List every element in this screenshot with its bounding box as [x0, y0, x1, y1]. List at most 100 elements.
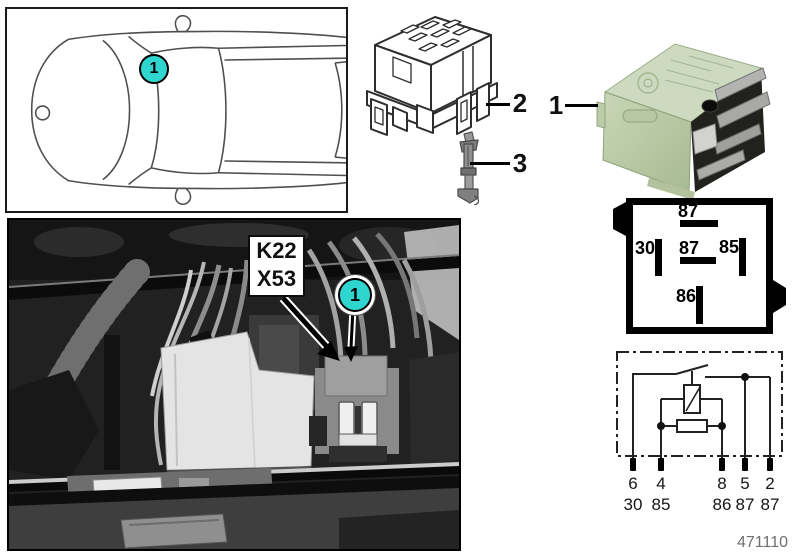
marker-arrow	[344, 307, 358, 362]
pin-label-87-top: 87	[678, 201, 698, 221]
svg-text:2: 2	[765, 474, 774, 493]
a-pillar-top	[128, 35, 152, 54]
roof-front-edge	[217, 48, 227, 173]
pin-bar-86	[696, 286, 703, 324]
relay-socket-drawing	[366, 16, 498, 136]
relay-pin-face	[691, 68, 765, 192]
pin-bar-85	[739, 238, 746, 276]
hood-emblem	[34, 105, 51, 121]
relay-location-label: K22 X53	[248, 235, 305, 297]
relay-side-tab	[596, 101, 606, 129]
relay-code: K22	[256, 238, 297, 263]
car-mirror-bottom	[174, 187, 192, 205]
right-dark-block	[409, 352, 459, 466]
socket-post	[416, 104, 434, 134]
bright-harness-area	[404, 225, 459, 340]
photo-location-marker: 1	[338, 278, 372, 312]
relay-photo	[596, 43, 771, 200]
floor-plate	[120, 513, 228, 549]
socket-code: X53	[256, 266, 297, 291]
right-cable-bundle	[306, 232, 434, 361]
rear-window-bottom	[335, 156, 346, 159]
rear-window-edge	[334, 62, 343, 158]
car-body-outline	[30, 30, 346, 190]
pin-bar-87-mid	[680, 257, 716, 264]
relay-socket-cluster	[309, 355, 399, 462]
pin-stem	[464, 174, 474, 190]
part-number: 471110	[736, 534, 788, 551]
pin-bar-30	[655, 239, 662, 276]
pin-bar-87-top	[680, 220, 718, 227]
car-mirror-top	[174, 15, 192, 33]
coil-diagonal	[685, 386, 701, 412]
pin-label-85: 85	[719, 237, 739, 257]
socket-leg-slot	[460, 99, 468, 123]
socket-leg	[392, 106, 408, 132]
svg-text:86: 86	[713, 495, 732, 514]
pin-diagram: 87 30 87 85 86	[613, 198, 786, 334]
a-pillar-bottom	[128, 167, 152, 186]
socket-clip	[392, 56, 412, 84]
relay-clip	[622, 109, 658, 123]
hood-line	[102, 39, 131, 181]
relay-blade-pins	[692, 67, 771, 181]
svg-text:8: 8	[717, 474, 726, 493]
socket-clip-right	[361, 401, 378, 439]
pin-diagram-frame	[626, 198, 773, 334]
relay-bottom-sliver	[647, 178, 695, 200]
schematic-wiring	[632, 364, 771, 458]
pin-diagram-right-tab	[773, 280, 786, 313]
roof-line-bottom	[218, 171, 346, 177]
socket-leg-slot	[374, 106, 384, 126]
switch-blade	[675, 364, 709, 375]
callout-relay: 1	[548, 90, 564, 120]
car-location-marker: 1	[139, 54, 169, 84]
svg-text:6: 6	[628, 474, 637, 493]
window-line-top	[224, 57, 346, 61]
engine-bay-photo: K22 X53 1	[7, 218, 461, 551]
svg-text:30: 30	[624, 495, 643, 514]
socket-channel	[462, 46, 474, 97]
pin-label-30: 30	[635, 238, 655, 258]
callout-line-pin	[470, 162, 510, 165]
left-post	[104, 335, 120, 470]
circuit-schematic: 6 4 8 5 2 30 85 86 87 87	[616, 351, 783, 514]
socket-terminal-slots	[400, 19, 472, 52]
windshield-bottom	[151, 167, 219, 175]
callout-socket: 2	[512, 88, 528, 118]
svg-text:85: 85	[652, 495, 671, 514]
label-arrow	[279, 294, 340, 361]
schematic-boundary	[616, 351, 783, 457]
windshield-top	[151, 46, 219, 54]
svg-text:87: 87	[761, 495, 780, 514]
rear-window-top	[335, 61, 346, 64]
terminal-pin-drawing	[457, 131, 480, 205]
window-line-bottom	[224, 160, 346, 164]
car-location-panel: 1	[5, 7, 348, 213]
svg-text:4: 4	[656, 474, 665, 493]
svg-text:5: 5	[740, 474, 749, 493]
pin-foot	[457, 188, 479, 204]
pin-diagram-left-tab	[613, 202, 626, 236]
socket-clip-left	[338, 401, 355, 439]
engine-bay-illustration	[9, 220, 459, 549]
terminal-numbers: 6 4 8 5 2 30 85 86 87 87	[624, 474, 780, 514]
callout-pin-terminal: 3	[512, 148, 528, 178]
callout-line-relay	[565, 104, 598, 107]
relay-pinface-hole	[701, 99, 719, 113]
pin-label-86: 86	[676, 286, 696, 306]
terminal-stubs	[630, 458, 773, 471]
socket-right-face	[430, 34, 492, 114]
resistor-symbol	[676, 419, 708, 433]
pin-label-87-mid: 87	[679, 238, 699, 258]
svg-text:87: 87	[736, 495, 755, 514]
relay-engraving	[637, 55, 734, 94]
left-shadow-area	[9, 370, 99, 480]
car-top-view-illustration	[30, 15, 346, 205]
pin-hook	[473, 195, 480, 205]
roof-line-top	[218, 44, 346, 50]
callout-line-socket	[486, 103, 510, 106]
junction-dots	[657, 373, 749, 430]
socket-leg	[476, 82, 490, 122]
